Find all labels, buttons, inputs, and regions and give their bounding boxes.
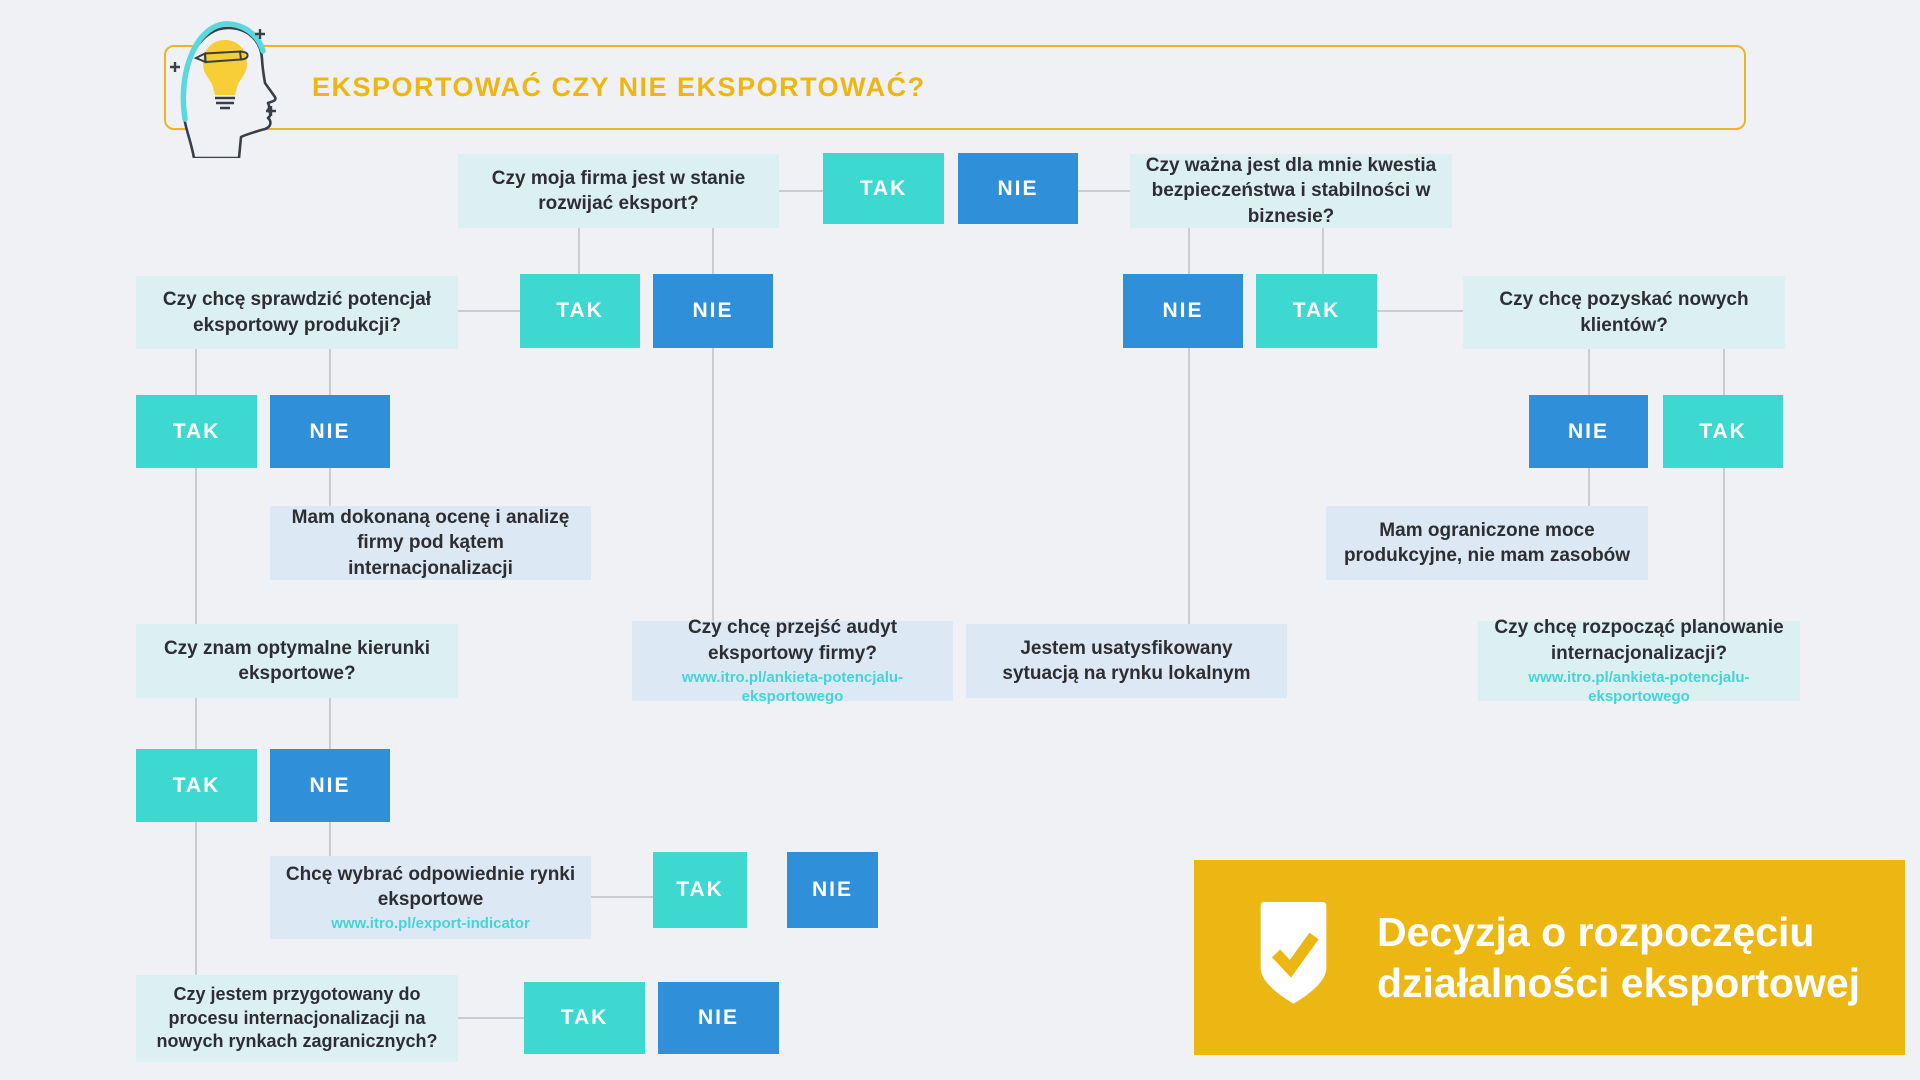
connector-line [195, 349, 197, 395]
tak-button-row1[interactable]: TAK [823, 153, 944, 224]
question-text: Czy chcę przejść audyt eksportowy firmy? [687, 617, 898, 664]
connector-line [1188, 348, 1190, 624]
head-lightbulb-pencil-icon [170, 21, 277, 158]
statement-box-mam-ograniczone: Mam ograniczone moce produkcyjne, nie ma… [1326, 506, 1648, 580]
question-box-przygotowany: Czy jestem przygotowany do procesu inter… [136, 975, 458, 1062]
connector-line [195, 468, 197, 624]
tak-button-row3-right[interactable]: TAK [1663, 395, 1783, 468]
nie-button-row3-right[interactable]: NIE [1529, 395, 1648, 468]
plus-spark-icon [266, 106, 276, 116]
connector-line [195, 698, 197, 749]
connector-line [195, 822, 197, 975]
connector-line [1723, 349, 1725, 395]
question-text: Czy chcę sprawdzić potencjał eksportowy … [162, 289, 432, 336]
shield-check-icon [1260, 902, 1327, 1004]
question-box-znam-kierunki: Czy znam optymalne kierunki eksportowe? [136, 624, 458, 698]
nie-button-row1[interactable]: NIE [958, 153, 1078, 224]
question-text: Czy chcę pozyskać nowych klientów? [1499, 289, 1749, 336]
plus-spark-icon [170, 62, 180, 72]
nie-button-row3-left[interactable]: NIE [270, 395, 390, 468]
connector-line [329, 468, 331, 506]
tak-button-row2-left[interactable]: TAK [520, 274, 640, 348]
statement-box-usatysfikowany: Jestem usatysfikowany sytuacją na rynku … [966, 624, 1287, 698]
question-box-rozwijac: Czy moja firma jest w stanie rozwijać ek… [458, 154, 779, 228]
decision-line2: działalności eksportowej [1377, 959, 1861, 1006]
connector-line [1588, 468, 1590, 506]
tak-button-row8[interactable]: TAK [524, 982, 645, 1054]
tak-button-row2-right[interactable]: TAK [1256, 274, 1377, 348]
tak-button-row7[interactable]: TAK [653, 852, 747, 928]
check-mark [1271, 932, 1319, 978]
header-frame [164, 45, 1746, 130]
connector-line [458, 1017, 524, 1019]
statement-text: Jestem usatysfikowany sytuacją na rynku … [1002, 637, 1251, 684]
link-export-indicator[interactable]: www.itro.pl/export-indicator [331, 914, 530, 932]
link-ankieta-potencjalu[interactable]: www.itro.pl/ankieta-potencjalu-eksportow… [1528, 668, 1750, 706]
connector-line [329, 822, 331, 856]
plus-spark-icon [255, 29, 265, 39]
statement-text: Mam ograniczone moce produkcyjne, nie ma… [1343, 519, 1631, 566]
connector-line [1588, 349, 1590, 395]
nie-button-row8[interactable]: NIE [658, 982, 779, 1054]
connector-line [1377, 310, 1463, 312]
connector-line [712, 228, 714, 274]
statement-box-mam-dokonana: Mam dokonaną ocenę i analizę firmy pod k… [270, 506, 591, 580]
question-box-audyt: Czy chcę przejść audyt eksportowy firmy?… [632, 617, 953, 705]
nie-button-row2-left[interactable]: NIE [653, 274, 773, 348]
connector-line [1188, 228, 1190, 276]
connector-line [329, 698, 331, 749]
question-box-sprawdzic: Czy chcę sprawdzić potencjał eksportowy … [136, 276, 458, 349]
question-box-planowanie: Czy chcę rozpocząć planowanie internacjo… [1478, 617, 1800, 705]
connector-line [591, 896, 653, 898]
connector-line [1078, 190, 1130, 192]
decision-banner: Decyzja o rozpoczęciu działalności ekspo… [1194, 860, 1905, 1055]
connector-line [329, 349, 331, 395]
statement-text: Chcę wybrać odpowiednie rynki eksportowe [285, 863, 576, 910]
statement-box-chce-wybrac: Chcę wybrać odpowiednie rynki eksportowe… [270, 856, 591, 939]
question-text: Czy chcę rozpocząć planowanie internacjo… [1494, 617, 1784, 664]
decision-text: Decyzja o rozpoczęciu działalności ekspo… [1377, 907, 1860, 1007]
question-text: Czy ważna jest dla mnie kwestia bezpiecz… [1145, 155, 1437, 227]
pencil-eraser [239, 50, 249, 61]
tak-button-row6[interactable]: TAK [136, 749, 257, 822]
nie-button-row6[interactable]: NIE [270, 749, 390, 822]
nie-button-row2-right[interactable]: NIE [1123, 274, 1243, 348]
link-ankieta-potencjalu[interactable]: www.itro.pl/ankieta-potencjalu-eksportow… [681, 668, 904, 706]
connector-line [578, 228, 580, 274]
question-text: Czy jestem przygotowany do procesu inter… [156, 983, 438, 1052]
question-text: Czy znam optymalne kierunki eksportowe? [163, 637, 431, 684]
teal-arc [180, 21, 266, 122]
connector-line [712, 348, 714, 621]
connector-line [458, 310, 520, 312]
nie-button-row7[interactable]: NIE [787, 852, 878, 928]
question-box-pozyskac: Czy chcę pozyskać nowych klientów? [1463, 276, 1785, 349]
connector-line [1723, 468, 1725, 621]
question-box-bezpieczenstwo: Czy ważna jest dla mnie kwestia bezpiecz… [1130, 154, 1452, 228]
statement-text: Mam dokonaną ocenę i analizę firmy pod k… [291, 507, 570, 579]
question-text: Czy moja firma jest w stanie rozwijać ek… [491, 167, 746, 214]
bulb-base [215, 96, 235, 110]
connector-line [1322, 228, 1324, 276]
page-title: EKSPORTOWAĆ CZY NIE EKSPORTOWAĆ? [312, 72, 926, 102]
decision-line1: Decyzja o rozpoczęciu [1377, 909, 1815, 956]
tak-button-row3-left[interactable]: TAK [136, 395, 257, 468]
connector-line [779, 190, 823, 192]
